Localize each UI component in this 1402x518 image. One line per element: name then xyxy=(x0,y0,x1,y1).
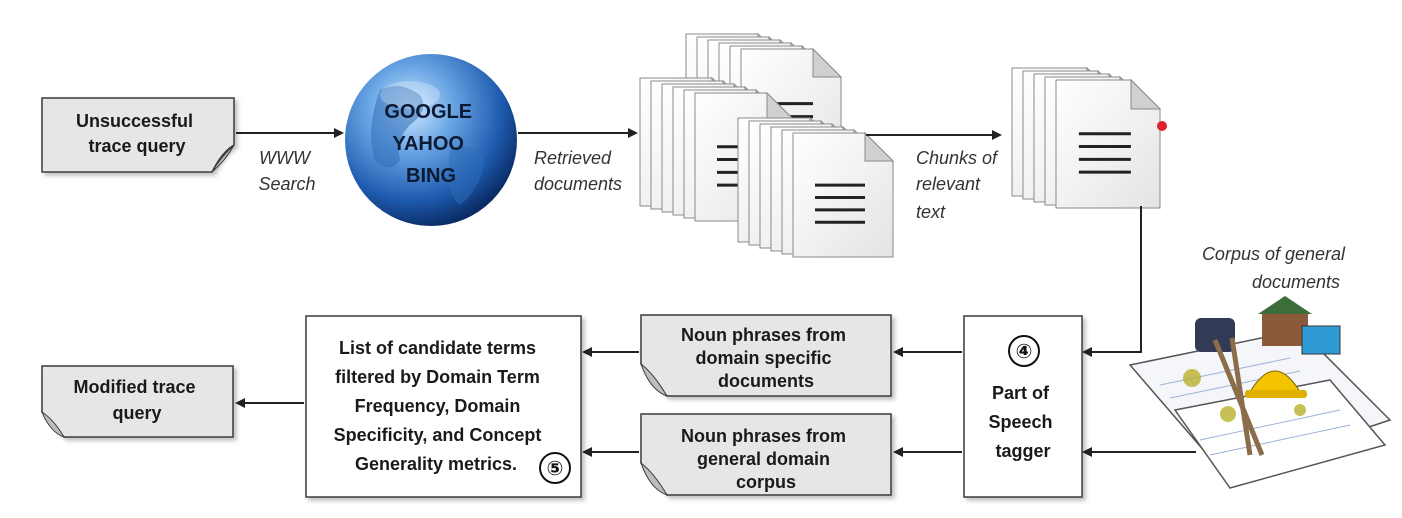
svg-text:Noun phrases from domain: Noun phrases from domain specific docume… xyxy=(681,325,851,391)
svg-text:Noun phrases from genera: Noun phrases from general domain corpus xyxy=(681,426,851,492)
np-general-line-1: Noun phrases from xyxy=(681,426,846,446)
step-4-number: ④ xyxy=(1016,339,1033,363)
globe-line-2: YAHOO xyxy=(392,133,464,155)
candidate-terms-node: List of candidate terms filtered by Doma… xyxy=(305,315,582,498)
corpus-label-1: Corpus of general xyxy=(1202,244,1346,264)
retrieved-documents-icon xyxy=(639,32,895,258)
svg-text:Part of Speech tag: Part of Speech tagger xyxy=(988,383,1057,461)
retrieved-label-1: Retrieved xyxy=(534,148,612,168)
np-general-line-2: general domain xyxy=(697,449,830,469)
candidate-line-5: Generality metrics. xyxy=(355,454,517,474)
np-domain-line-1: Noun phrases from xyxy=(681,325,846,345)
pos-tagger-line-1: Part of xyxy=(992,383,1050,403)
chunks-label-3: text xyxy=(916,202,946,222)
unsuccessful-query-node: Unsuccessful trace query xyxy=(41,97,235,173)
pos-tagger-line-2: Speech xyxy=(988,412,1052,432)
general-corpus-icon xyxy=(1128,296,1392,489)
globe-line-3: BING xyxy=(406,165,456,187)
modified-query-line-2: query xyxy=(112,403,161,423)
document-page-icon xyxy=(792,131,895,258)
svg-text:GOOGLE YAHOO BING: GOOGLE YAHOO BING xyxy=(384,101,477,187)
step-5-number: ⑤ xyxy=(547,456,564,480)
www-search-label-1: WWW xyxy=(259,148,312,168)
np-general-line-3: corpus xyxy=(736,472,796,492)
np-domain-line-3: documents xyxy=(718,371,814,391)
svg-text:Corpus of general document: Corpus of general documents xyxy=(1202,244,1350,292)
modified-query-line-1: Modified trace xyxy=(73,377,195,397)
www-search-label-2: Search xyxy=(258,174,315,194)
arrow-chunks-to-tagger xyxy=(1082,206,1142,357)
pos-tagger-line-3: tagger xyxy=(995,441,1050,461)
np-general-node: Noun phrases from general domain corpus xyxy=(639,413,892,496)
candidate-line-4: Specificity, and Concept xyxy=(334,425,542,445)
np-domain-node: Noun phrases from domain specific docume… xyxy=(639,314,892,397)
svg-text:Chunks of relevant tex: Chunks of relevant text xyxy=(916,148,1002,222)
svg-text:Unsuccessful trace query: Unsuccessful trace query xyxy=(76,111,198,156)
unsuccessful-query-line-2: trace query xyxy=(88,136,185,156)
retrieved-label-2: documents xyxy=(534,174,622,194)
candidate-line-3: Frequency, Domain xyxy=(355,396,521,416)
pos-tagger-node: ④ Part of Speech tagger xyxy=(963,315,1083,498)
relevant-chunks-icon xyxy=(1011,66,1162,209)
chunks-label-1: Chunks of xyxy=(916,148,999,168)
svg-text:Modified trace query: Modified trace query xyxy=(73,377,200,423)
np-domain-line-2: domain specific xyxy=(695,348,831,368)
unsuccessful-query-line-1: Unsuccessful xyxy=(76,111,193,131)
globe-line-1: GOOGLE xyxy=(384,101,472,123)
svg-text:WWW Search: WWW Search xyxy=(258,148,315,194)
candidate-line-2: filtered by Domain Term xyxy=(335,367,540,387)
chunks-label-2: relevant xyxy=(916,174,981,194)
svg-text:List of candidate terms: List of candidate terms filtered by Doma… xyxy=(334,338,547,474)
corpus-label-2: documents xyxy=(1252,272,1340,292)
modified-query-node: Modified trace query xyxy=(40,365,234,438)
search-engines-globe: GOOGLE YAHOO BING xyxy=(345,54,517,226)
document-page-icon xyxy=(1055,78,1162,209)
svg-text:Retrieved documents: Retrieved documents xyxy=(534,148,622,194)
candidate-line-1: List of candidate terms xyxy=(339,338,536,358)
